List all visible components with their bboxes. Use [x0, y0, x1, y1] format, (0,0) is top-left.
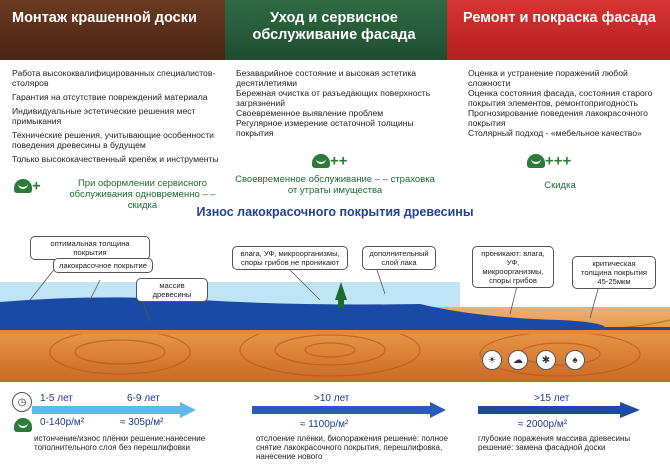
list-item: Технические решения, учитывающие особенн… [12, 130, 214, 150]
repair-list: Оценка и устранение поражений любой слож… [468, 68, 668, 138]
bubble-protected: влага, УФ, микроорганизмы, споры грибов … [232, 246, 348, 270]
header-service: Уход и сервисное обслуживание фасада [225, 0, 447, 60]
period-15: >15 лет [534, 393, 570, 404]
bubble-wood-mass: массив древесины [136, 278, 208, 302]
mushroom-icon: ♠ [565, 350, 585, 370]
list-item: Индивидуальные эстетические решения мест… [12, 106, 196, 126]
coin-icon [14, 416, 32, 434]
section-title: Износ лакокрасочного покрытия древесины [196, 205, 474, 219]
stage-3-description: глубокие поражения массива древесины реш… [478, 434, 631, 452]
service-list: Безаварийное состояние и высокая эстетик… [236, 68, 446, 138]
bubble-optimal-thickness: оптимальная толщина покрытия [30, 236, 150, 260]
period-1-5: 1-5 лет [40, 393, 73, 404]
list-item: Прогнозирование поведения лакокрасочного… [468, 108, 648, 128]
plus-mark: + [32, 177, 41, 195]
cost-stage-1a: 0-140р/м² [40, 417, 85, 428]
note-repair: Скидка [544, 180, 576, 191]
arrow-stage-1 [32, 402, 196, 418]
bubble-coating: лакокрасочное покрытие [53, 258, 153, 273]
header-service-title: Уход и сервисное обслуживание фасада [252, 10, 416, 43]
plus-mark: ++ [330, 152, 348, 170]
note-mounting: При оформлении сервисного обслуживания о… [69, 178, 216, 211]
list-item: Бережная очистка от разъедающих поверхно… [236, 88, 431, 108]
list-item: Столярный подход - «мебельное качество» [468, 128, 642, 138]
bug-icon [14, 417, 32, 432]
bug-icon [14, 178, 32, 193]
cost-stage-3: ≈ 2000р/м² [518, 419, 568, 430]
bonus-icon-left: + [14, 177, 41, 195]
list-item: Оценка состояния фасада, состояния старо… [468, 88, 653, 108]
bubble-critical: критическая толщина покрытия 45-25мкм [572, 256, 656, 289]
cost-stage-2: ≈ 1100р/м² [300, 419, 349, 430]
list-item: Регулярное измерение остаточной толщины … [236, 118, 414, 138]
header-mounting-title: Монтаж крашенной доски [12, 10, 197, 26]
bug-icon [312, 153, 330, 168]
sun-icon: ☀ [482, 350, 502, 370]
stage-2-description: отслоение плёнки, биопоражения решение: … [256, 434, 448, 461]
bonus-icon-middle: ++ [312, 152, 348, 170]
period-6-9: 6-9 лет [127, 393, 160, 404]
wood-top [0, 330, 670, 334]
list-item: Своевременное выявление проблем [236, 108, 384, 118]
list-item: Безаварийное состояние и высокая эстетик… [236, 68, 417, 88]
stage-1-description: истончение/износ плёнки решение:нанесени… [34, 434, 206, 452]
period-10: >10 лет [314, 393, 350, 404]
up-arrow-shaft [338, 292, 344, 308]
list-item: Только высококачественный крепёж и инстр… [12, 154, 219, 164]
wood-cross-section [0, 261, 670, 382]
arrow-stage-3 [478, 402, 640, 418]
timeline-arrows [32, 402, 640, 418]
bug-icon [527, 153, 545, 168]
rain-cloud-icon: ☁ [508, 350, 528, 370]
header-mounting: Монтаж крашенной доски [0, 0, 225, 60]
header-repair-title: Ремонт и покраска фасада [463, 10, 656, 26]
bubble-penetrate: проникают: влага, УФ, микроорганизмы, сп… [472, 246, 554, 288]
plus-mark: +++ [545, 152, 572, 170]
paint-layer [0, 297, 670, 332]
list-item: Работа высококвалифицированных специалис… [12, 68, 216, 88]
clock-icon: ◷ [12, 392, 32, 412]
bonus-icon-right: +++ [527, 152, 571, 170]
cost-stage-1b: ≈ 305р/м² [120, 417, 164, 428]
header-repair: Ремонт и покраска фасада [447, 0, 670, 60]
microbe-icon: ✱ [536, 350, 556, 370]
mounting-list: Работа высококвалифицированных специалис… [12, 68, 227, 168]
note-service: Своевременное обслуживание – – страховка… [235, 174, 435, 196]
arrow-stage-2 [252, 402, 446, 418]
list-item: Оценка и устранение поражений любой слож… [468, 68, 628, 88]
bubble-extra-layer: дополнительный слой лака [362, 246, 436, 270]
list-item: Гарантия на отсутствие повреждений матер… [12, 92, 208, 102]
